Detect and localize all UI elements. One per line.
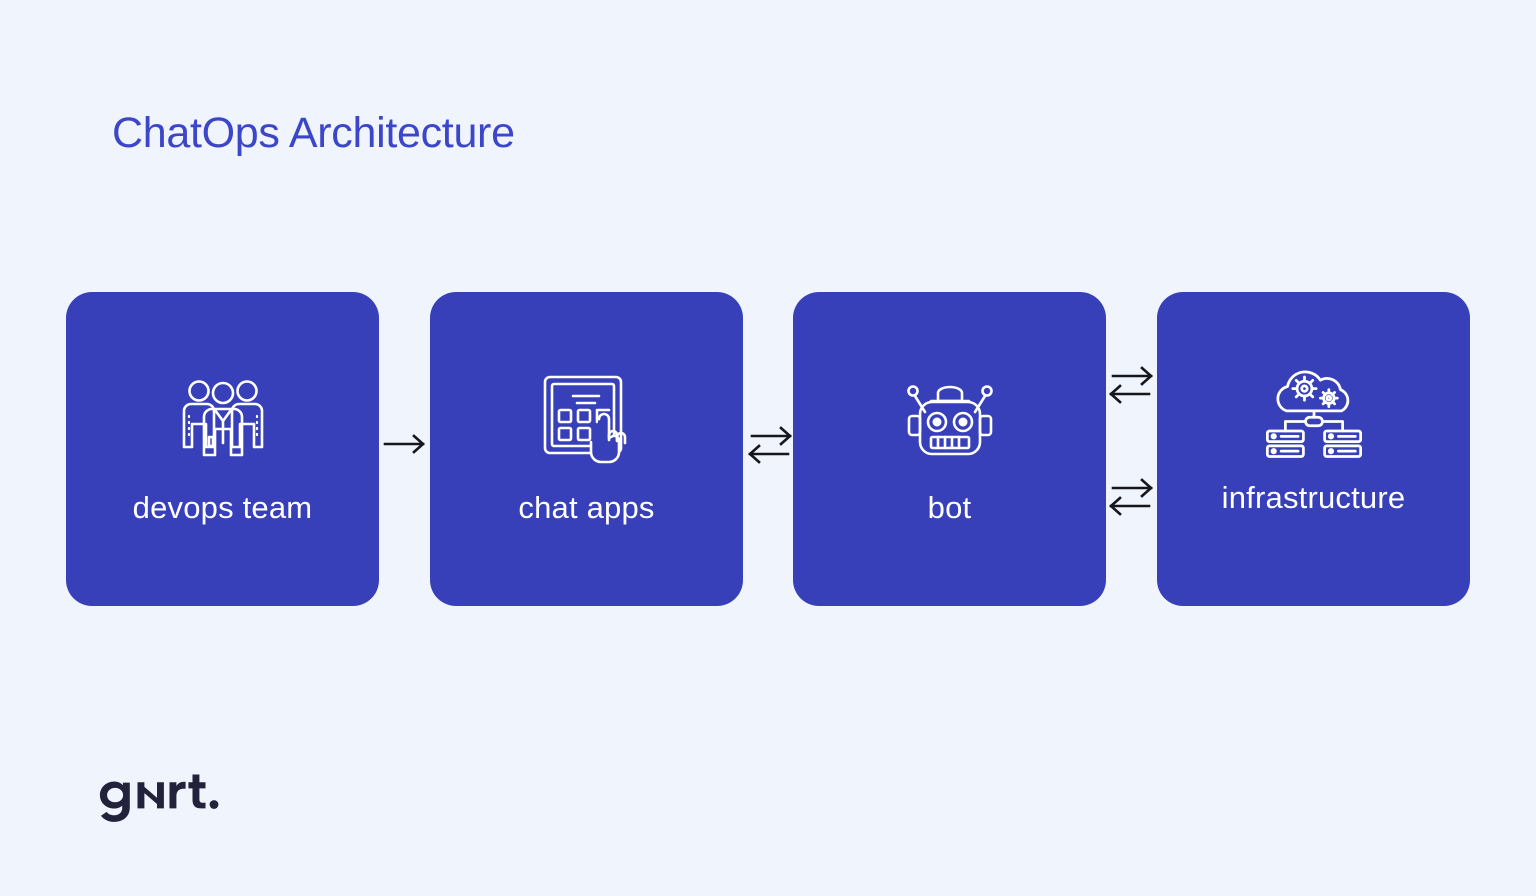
node-chat-apps[interactable]: chat apps — [430, 292, 743, 606]
node-bot[interactable]: bot — [793, 292, 1106, 606]
page-title: ChatOps Architecture — [112, 109, 515, 157]
node-label: bot — [927, 490, 972, 525]
node-label: chat apps — [518, 490, 655, 525]
logo-text: gart. — [222, 770, 223, 771]
node-label: devops team — [132, 490, 313, 525]
connector-devops-to-chat — [381, 424, 429, 469]
cloud-servers-gears-icon — [1259, 358, 1369, 468]
people-team-icon — [168, 364, 278, 474]
gart-logo[interactable]: gart. — [92, 770, 222, 825]
connector-bot-to-infra-upper — [1105, 358, 1157, 415]
node-infrastructure[interactable]: infrastructure — [1157, 292, 1470, 606]
connector-chat-to-bot — [744, 418, 796, 475]
connector-bot-to-infra-lower — [1105, 470, 1157, 527]
node-devops-team[interactable]: devops team — [66, 292, 379, 606]
architecture-diagram: devops team — [0, 292, 1536, 606]
tablet-touch-apps-icon — [532, 364, 642, 474]
robot-icon — [895, 364, 1005, 474]
node-label: infrastructure — [1221, 480, 1406, 515]
